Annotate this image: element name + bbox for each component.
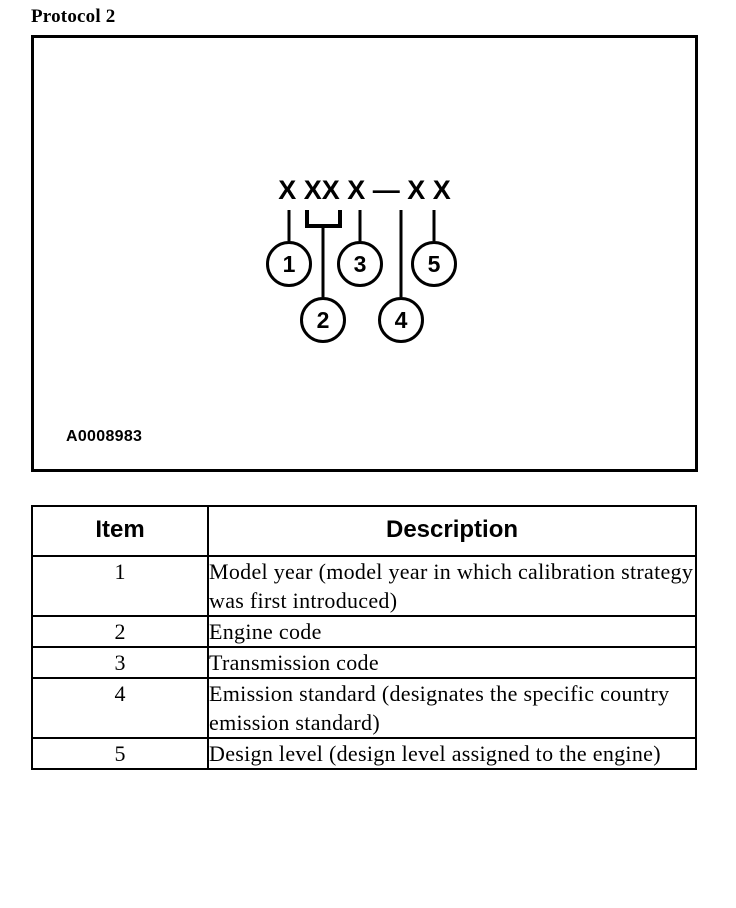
cell-item-number: 2	[31, 615, 209, 648]
figure-reference-id: A0008983	[66, 428, 143, 445]
callout-bubble-5: 5	[411, 241, 457, 287]
cell-item-number: 5	[31, 737, 209, 770]
cell-item-description: Transmission code	[207, 646, 697, 679]
page-title: Protocol 2	[31, 6, 116, 27]
callout-bubble-4: 4	[378, 297, 424, 343]
calibration-code-mask: X XX X — X X	[278, 175, 451, 205]
table-row: 3 Transmission code	[31, 646, 697, 679]
table-row: 4 Emission standard (designates the spec…	[31, 677, 697, 739]
column-header-item: Item	[31, 505, 209, 557]
table-row: 5 Design level (design level assigned to…	[31, 737, 697, 770]
legend-table: Item Description 1 Model year (model yea…	[31, 505, 697, 770]
cell-item-number: 1	[31, 555, 209, 617]
table-header-row: Item Description	[31, 505, 697, 557]
column-header-description: Description	[207, 505, 697, 557]
cell-item-description: Engine code	[207, 615, 697, 648]
callout-bubble-1: 1	[266, 241, 312, 287]
callout-bubble-2: 2	[300, 297, 346, 343]
cell-item-description: Model year (model year in which calibrat…	[207, 555, 697, 617]
table-row: 2 Engine code	[31, 615, 697, 648]
bracket-pair-2	[305, 210, 342, 228]
callout-bubble-3: 3	[337, 241, 383, 287]
figure-frame: X XX X — X X 1 3 5 2 4 A0008983	[31, 35, 698, 472]
cell-item-number: 3	[31, 646, 209, 679]
cell-item-description: Design level (design level assigned to t…	[207, 737, 697, 770]
table-row: 1 Model year (model year in which calibr…	[31, 555, 697, 617]
cell-item-description: Emission standard (designates the specif…	[207, 677, 697, 739]
cell-item-number: 4	[31, 677, 209, 739]
figure-content: X XX X — X X 1 3 5 2 4 A0008983	[34, 38, 695, 469]
